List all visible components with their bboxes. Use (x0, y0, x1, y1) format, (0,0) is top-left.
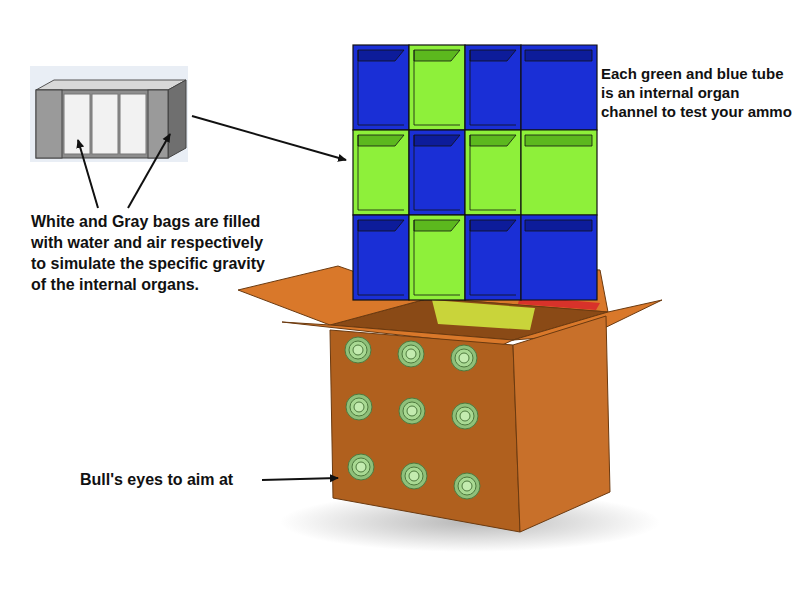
target-center (407, 406, 417, 416)
tube-side (521, 45, 597, 130)
target-ring (352, 458, 370, 476)
tube-edge (358, 135, 359, 210)
tube-edge (414, 295, 460, 296)
target-ring (346, 394, 372, 420)
target-ring (398, 341, 424, 367)
tube-edge (358, 295, 404, 296)
tube-side (521, 215, 597, 300)
tube-end (465, 130, 521, 215)
tube-cube (353, 45, 597, 300)
tube-edge (414, 50, 415, 125)
tube-edge (414, 135, 415, 210)
tube-inside (414, 220, 460, 231)
tube-edge (470, 50, 471, 125)
target-center (409, 471, 419, 481)
tube-edge (470, 135, 471, 210)
target-center (356, 462, 366, 472)
tube-side (521, 130, 597, 215)
tube-edge (358, 220, 359, 295)
tube-edge (414, 220, 415, 295)
tube-end (409, 45, 465, 130)
tube-inside (525, 50, 592, 61)
tube-end (353, 215, 409, 300)
target-ring (399, 398, 425, 424)
tube-inside (358, 135, 404, 146)
bulls-eyes (345, 337, 480, 499)
tube-inside (525, 220, 592, 231)
tube-inside (414, 135, 460, 146)
target-center (406, 349, 416, 359)
tube-end (353, 130, 409, 215)
tube-edge (358, 50, 359, 125)
target-center (353, 345, 363, 355)
target-ring (348, 454, 374, 480)
tube-inside (358, 220, 404, 231)
annotation-text: Bull's eyes to aim at (80, 470, 260, 490)
target-ring (452, 403, 478, 429)
target-ring (454, 473, 480, 499)
tube-edge (414, 210, 460, 211)
tube-end (409, 215, 465, 300)
tube-inside (470, 220, 516, 231)
tube-inside (358, 50, 404, 61)
target-ring (403, 402, 421, 420)
target-ring (402, 345, 420, 363)
target-ring (456, 407, 474, 425)
annotation-text: Each green and blue tube is an internal … (601, 64, 795, 121)
annotation-text: White and Gray bags are filled with wate… (31, 211, 276, 295)
target-ring (350, 398, 368, 416)
target-center (459, 353, 469, 363)
tube-inside (414, 50, 460, 61)
cardboard-box (238, 262, 662, 532)
target-center (354, 402, 364, 412)
tube-edge (470, 295, 516, 296)
tube-edge (358, 125, 404, 126)
tube-end (409, 130, 465, 215)
tube-end (465, 215, 521, 300)
bag-inset (30, 66, 188, 162)
target-ring (401, 463, 427, 489)
target-center (462, 481, 472, 491)
tube-edge (470, 220, 471, 295)
target-ring (345, 337, 371, 363)
target-center (460, 411, 470, 421)
tube-inside (470, 50, 516, 61)
target-ring (349, 341, 367, 359)
tube-end (353, 45, 409, 130)
tube-edge (358, 210, 404, 211)
target-ring (405, 467, 423, 485)
target-ring (458, 477, 476, 495)
tube-edge (470, 125, 516, 126)
tube-edge (470, 210, 516, 211)
target-ring (451, 345, 477, 371)
target-ring (455, 349, 473, 367)
tube-inside (470, 135, 516, 146)
tube-edge (414, 125, 460, 126)
tube-inside (525, 135, 592, 146)
leader-lines (78, 116, 346, 480)
tube-end (465, 45, 521, 130)
